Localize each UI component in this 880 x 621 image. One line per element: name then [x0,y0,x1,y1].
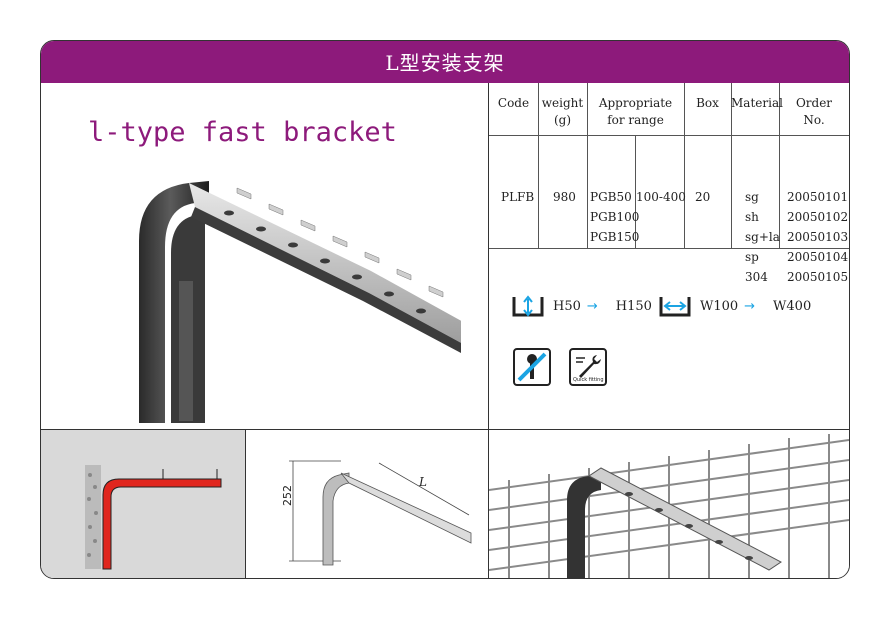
table-bottom-border [489,248,849,249]
col-header-box: Box [696,96,719,110]
spec-table: Code weight (g) Appropriate for range Bo… [489,83,849,284]
width-to: W400 [773,298,812,314]
col-header-range-line2: for range [607,113,664,127]
height-from: H50 [553,298,581,314]
table-col-divider [635,135,636,249]
cell-order: 20050102 [787,210,849,224]
col-header-weight-line1: weight [541,96,584,110]
cell-weight: 980 [553,190,576,204]
table-col-divider [731,83,732,249]
cell-size-list: PGB50 PGB100 PGB150 [590,187,639,247]
col-header-code: Code [497,96,530,110]
cell-order: 20050103 [787,230,849,244]
table-col-divider [587,83,588,249]
col-header-range: Appropriate for range [587,95,684,129]
col-header-order: Order No. [779,95,849,129]
no-screw-icon [513,348,551,386]
wrench-icon [576,355,601,378]
cell-size: PGB100 [590,210,640,224]
installed-tray-photo [489,430,849,578]
cell-material: 304 [745,270,768,284]
size-range-row: H50 → H150 W100 → W400 [511,291,817,321]
col-header-range-line1: Appropriate [598,96,673,110]
cell-material: sh [745,210,759,224]
cell-code: PLFB [501,190,535,204]
catalog-sheet: L型安装支架 l-type fast bracket [40,40,850,579]
page-title: L型安装支架 [41,41,849,83]
table-header-divider [489,135,849,136]
no-screw-icon-graphic [517,352,547,382]
cell-size: PGB50 [590,190,632,204]
installation-diagram [85,465,222,570]
width-from: W100 [699,298,739,314]
cell-range: 100-400 [636,190,686,204]
grid-divider-bottom-left [245,430,246,578]
grid-divider-vertical [488,83,489,578]
cell-order: 20050104 [787,250,849,264]
table-col-divider [538,83,539,249]
col-header-order-line2: No. [803,113,825,127]
arrow-icon: → [744,298,756,314]
col-header-material: Material [731,96,783,110]
cell-order: 20050101 [787,190,849,204]
cell-material: sp [745,250,759,264]
bracket-photo [139,181,461,423]
table-col-divider [779,83,780,249]
cell-order-list: 20050101 20050102 20050103 20050104 2005… [787,187,848,287]
height-to: H150 [615,298,652,314]
installation-diagram-panel [41,430,245,578]
cell-material: sg [745,190,759,204]
height-range-icon [512,295,544,317]
grid-divider-horizontal [41,429,849,430]
cell-size: PGB150 [590,230,640,244]
quick-fitting-icon: Quick fitting [569,348,607,386]
cell-material-list: sg sh sg+la sp 304 [745,187,780,287]
width-range-icon [659,297,691,317]
cell-order: 20050105 [787,270,849,284]
col-header-weight: weight (g) [538,95,587,129]
quick-fitting-caption: Quick fitting [573,377,604,383]
cell-box: 20 [695,190,711,204]
dimension-height-label: 252 [281,485,294,506]
arrow-icon: → [586,298,598,314]
col-header-order-line1: Order [795,96,833,110]
cell-material: sg+la [745,230,780,244]
dimension-drawing [289,460,472,566]
col-header-weight-line2: (g) [553,113,572,127]
product-title: l-type fast bracket [88,117,397,148]
dimension-length-label: L [419,475,427,489]
table-col-divider [684,83,685,249]
